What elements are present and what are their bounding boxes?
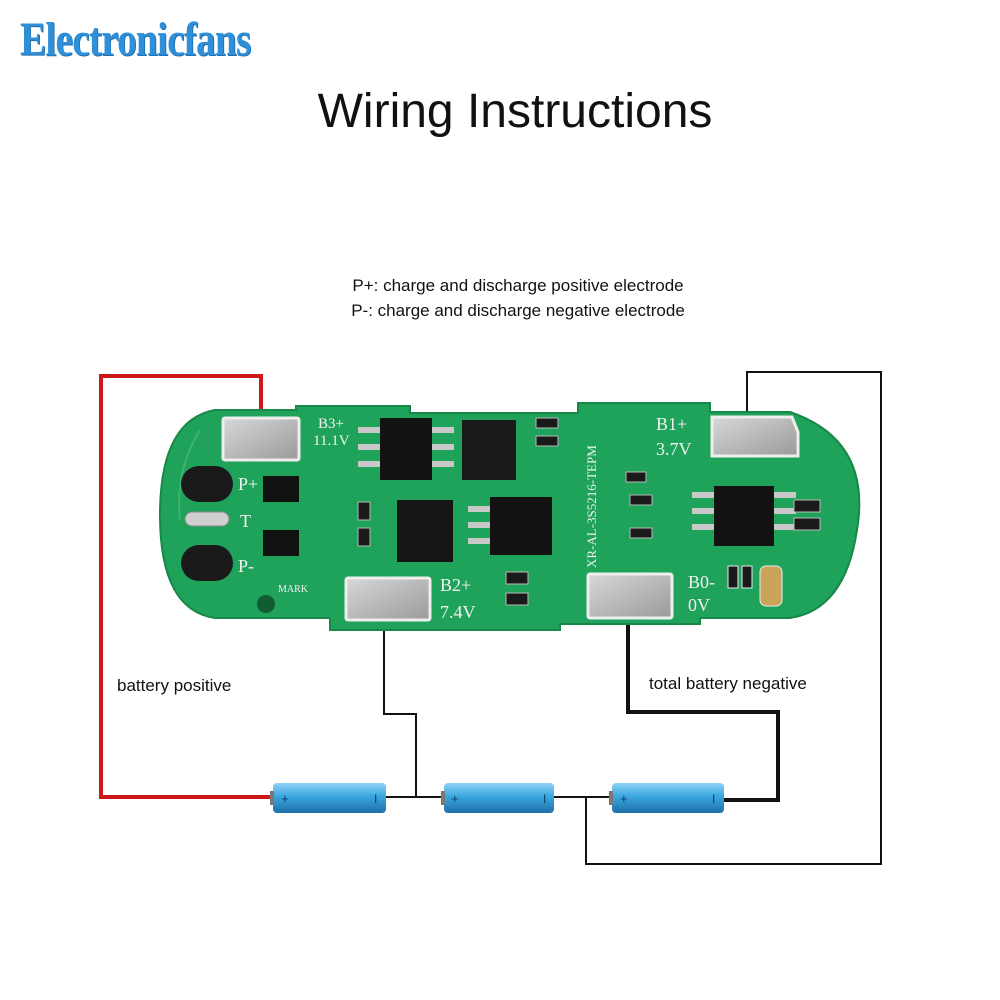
battery-2-minus: I: [543, 792, 546, 806]
pad-p-minus: [181, 545, 233, 581]
pad-t: [184, 511, 230, 527]
battery-3: + I: [609, 783, 724, 813]
label-b1-voltage: 3.7V: [656, 439, 692, 459]
mosfet-4: [490, 497, 552, 555]
label-p-plus: P+: [238, 474, 258, 494]
page-title: Wiring Instructions: [317, 85, 713, 138]
label-b3: B3+: [318, 416, 344, 432]
legend-p-plus: P+: charge and discharge positive electr…: [352, 276, 684, 295]
thin-wires: [383, 371, 882, 865]
pad-p-plus: [181, 466, 233, 502]
label-total-battery-negative: total battery negative: [649, 674, 807, 693]
pad-b1: [710, 415, 800, 458]
pad-b0: [586, 572, 674, 620]
label-mark: MARK: [278, 584, 309, 595]
controller-ic: [714, 486, 774, 546]
label-t: T: [240, 511, 251, 531]
protection-board: B3+ 11.1V B2+ 7.4V B1+ 3.7V B0- 0V P+ T …: [158, 402, 861, 631]
brand-logo: Electronicfans: [20, 13, 251, 66]
label-model: XR-AL-3S5216-TEPM: [584, 445, 599, 568]
mosfet-3: [397, 500, 453, 562]
smd-components: [357, 417, 821, 606]
battery-2-plus: +: [451, 791, 459, 806]
label-b0-voltage: 0V: [688, 595, 710, 615]
label-p-minus: P-: [238, 556, 254, 576]
mosfet-2: [462, 420, 516, 480]
label-b2-voltage: 7.4V: [440, 602, 476, 622]
battery-3-plus: +: [620, 791, 628, 806]
legend-p-minus: P-: charge and discharge negative electr…: [351, 301, 685, 320]
label-battery-positive: battery positive: [117, 676, 232, 695]
label-b3-voltage: 11.1V: [313, 433, 350, 449]
label-b2: B2+: [440, 575, 471, 595]
battery-1-minus: I: [374, 792, 377, 806]
label-b1: B1+: [656, 414, 687, 434]
label-b0: B0-: [688, 572, 715, 592]
battery-1: + I: [270, 783, 386, 813]
wire-battery-positive: [99, 374, 273, 799]
pad-b2: [344, 576, 432, 622]
ic-pins: [358, 427, 796, 544]
battery-3-minus: I: [712, 792, 715, 806]
mark-hole: [257, 595, 275, 613]
mosfet-1: [380, 418, 432, 480]
wire-b2-to-battery-junction: [383, 598, 417, 797]
wire-total-negative: [626, 593, 780, 802]
battery-1-plus: +: [281, 791, 289, 806]
battery-2: + I: [441, 783, 554, 813]
pad-b3: [221, 416, 301, 462]
